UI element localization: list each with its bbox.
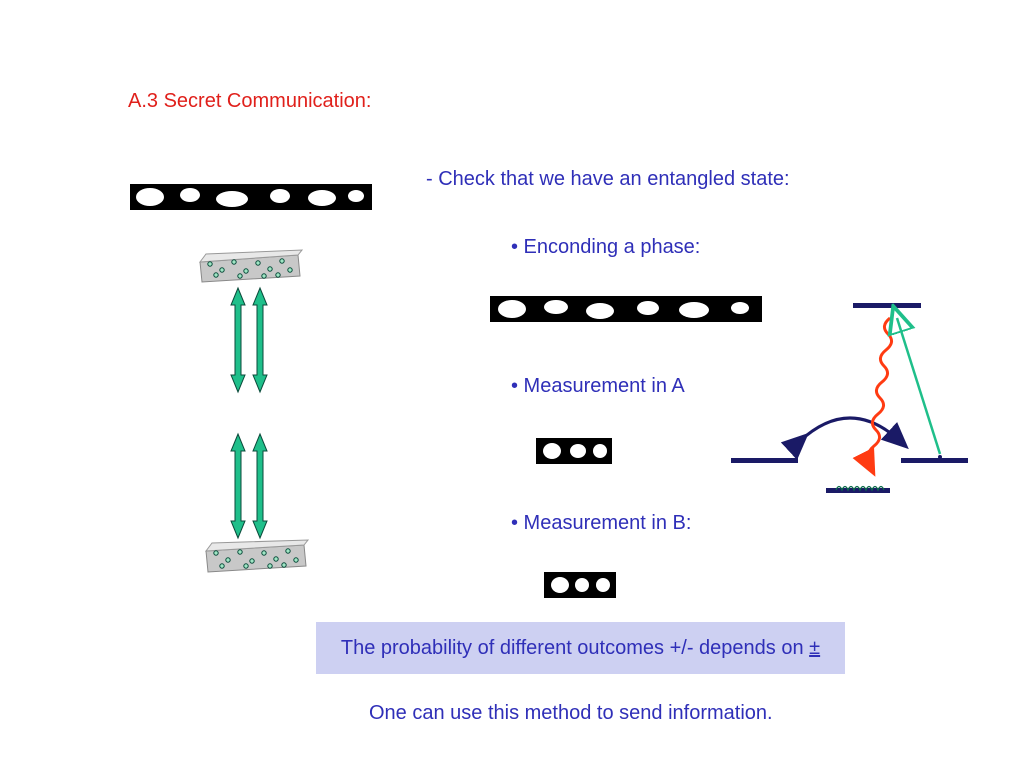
transfer-arrow <box>780 416 909 460</box>
lower-level <box>826 488 890 493</box>
excited-level <box>853 303 921 308</box>
double-arrow-icon <box>230 432 268 540</box>
decay-wave <box>852 316 893 477</box>
double-arrow-icon <box>230 286 268 394</box>
bullet-encoding-phase: • Enconding a phase: <box>511 236 701 258</box>
coil-icon <box>835 485 885 492</box>
energy-level-diagram <box>731 303 968 493</box>
equation-measurement-a <box>536 438 612 464</box>
equation-encoded-phase <box>490 296 762 322</box>
equation-entangled-state <box>130 184 372 210</box>
ground-level-left <box>731 458 798 463</box>
ground-level-right <box>901 458 968 463</box>
equation-measurement-b <box>544 572 616 598</box>
plus-minus-symbol: ± <box>809 636 821 659</box>
pump-arrow <box>897 318 942 455</box>
probability-highlight-box: The probability of different outcomes +/… <box>316 622 845 674</box>
slide-title: A.3 Secret Communication: <box>128 90 372 112</box>
atom-ensemble-icon <box>204 539 310 573</box>
atom-ensemble-icon <box>198 249 304 283</box>
probability-text: The probability of different outcomes +/… <box>340 636 821 659</box>
final-statement: One can use this method to send informat… <box>369 702 773 724</box>
bullet-measurement-b: • Measurement in B: <box>511 512 692 534</box>
bullet-measurement-a: • Measurement in A <box>511 375 685 397</box>
check-entangled-line: - Check that we have an entangled state: <box>426 168 790 190</box>
